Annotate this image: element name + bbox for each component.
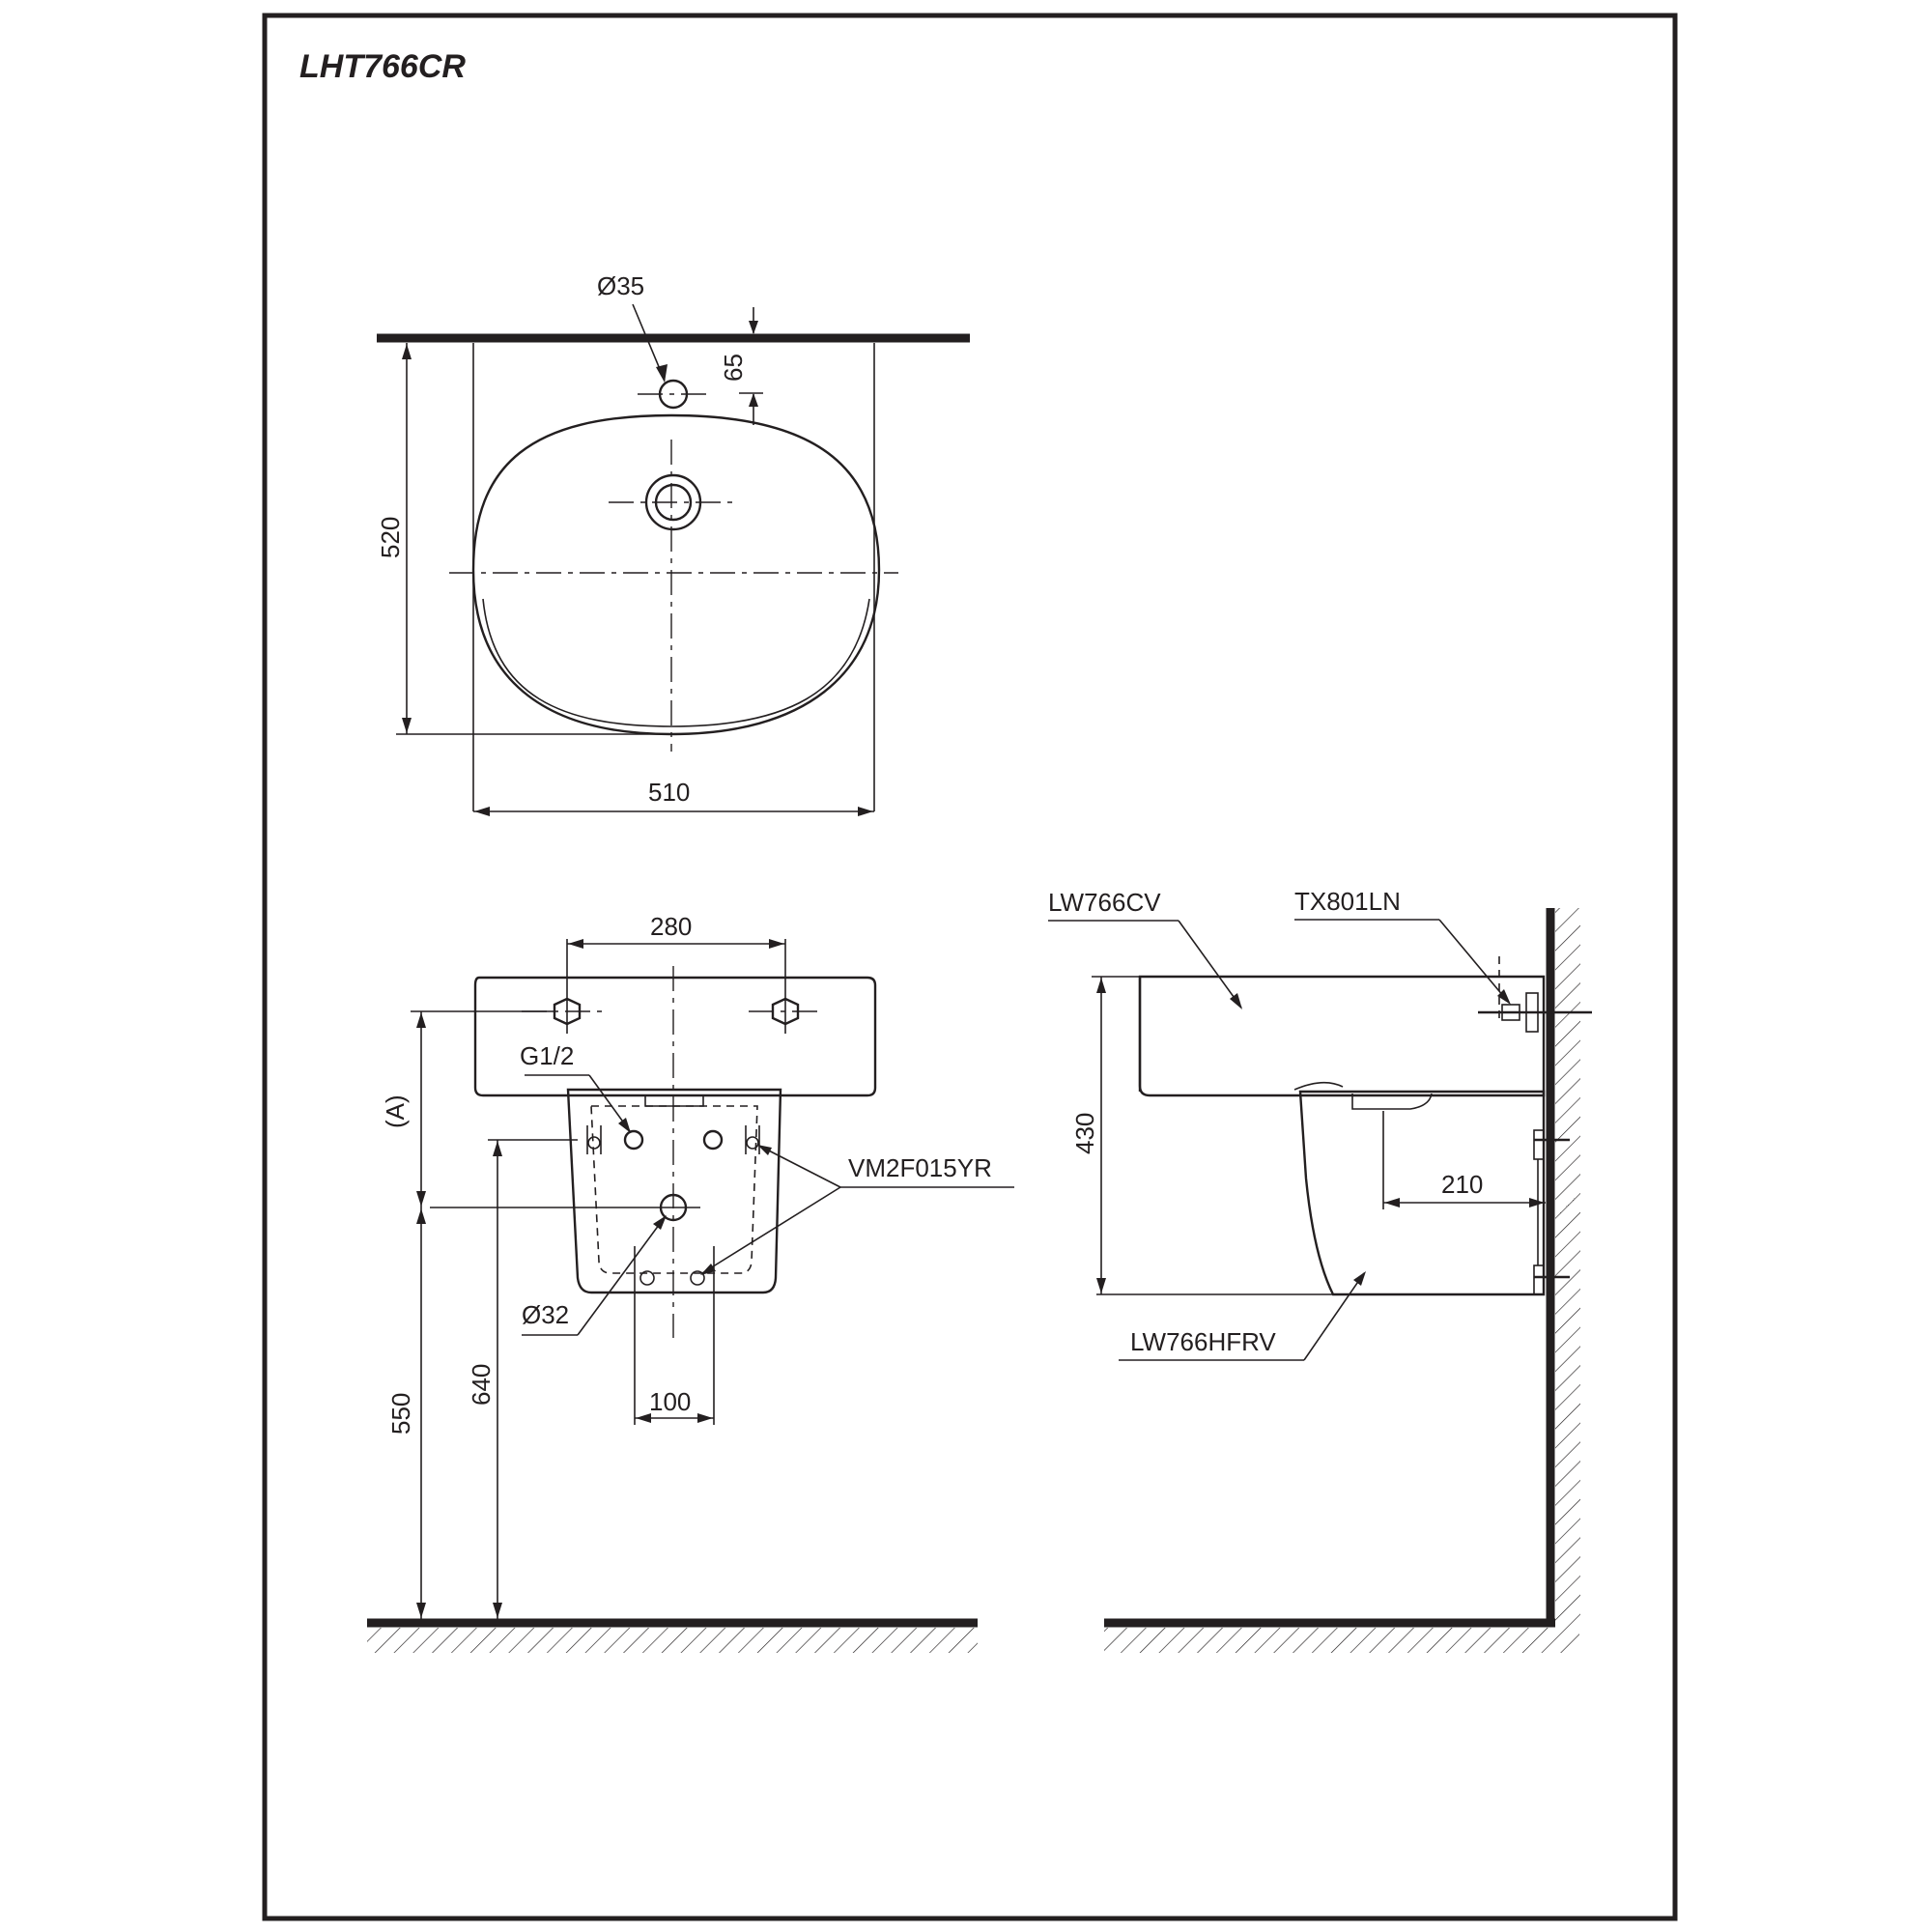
bracket-screw-bottom-right [690,1270,705,1286]
drain-hole-outer [644,473,702,531]
bracket-screw-top-right [745,1125,760,1154]
basin-inner-edge [482,598,870,727]
dim-rim-height: 640 [467,1364,496,1406]
dim-side-height: 430 [1070,1113,1099,1154]
front-basin-body [473,976,877,1097]
front-pedestal [566,1088,782,1294]
dim-height-a: (A) [381,1094,410,1128]
drain-hole-inner [654,483,693,522]
dim-width: 510 [648,778,690,807]
dim-tap-hole-diameter: Ø35 [597,271,644,300]
model-title: LHT766CR [299,48,466,85]
dim-drain-spacing: 100 [649,1387,691,1416]
supply-hole-left [623,1129,644,1151]
tap-hole [658,379,689,410]
dim-tap-hole-offset: 65 [719,354,748,382]
dim-tap-spacing: 280 [650,912,692,941]
side-view: 430 210 LW766CV TX801LN LW766HFRV [1048,887,1592,1653]
front-view: 280 G1/2 (A) VM2F015YR Ø32 100 [367,912,1014,1653]
label-waste-diameter: Ø32 [522,1300,569,1329]
dim-depth: 520 [376,517,405,558]
top-view: Ø35 65 520 510 [376,271,970,816]
side-basin-body [1138,975,1546,1097]
basin-outline [471,413,881,736]
bracket-screw-top-left [586,1125,602,1154]
drawing-frame [262,13,1678,1921]
dim-trap-height: 550 [386,1393,415,1435]
supply-hole-right [702,1129,724,1151]
bracket-screw-bottom-left [639,1270,655,1286]
side-pedestal [1298,1090,1546,1296]
label-pedestal-code: LW766HFRV [1130,1327,1276,1356]
label-fixing-code: TX801LN [1294,887,1401,916]
side-wall-hatch [1555,908,1580,1628]
front-floor-hatch [367,1628,978,1653]
label-bracket: VM2F015YR [848,1153,992,1182]
dim-wall-offset: 210 [1441,1170,1483,1199]
side-floor-hatch [1104,1628,1579,1653]
label-basin-code: LW766CV [1048,888,1161,917]
label-connection: G1/2 [520,1041,574,1070]
